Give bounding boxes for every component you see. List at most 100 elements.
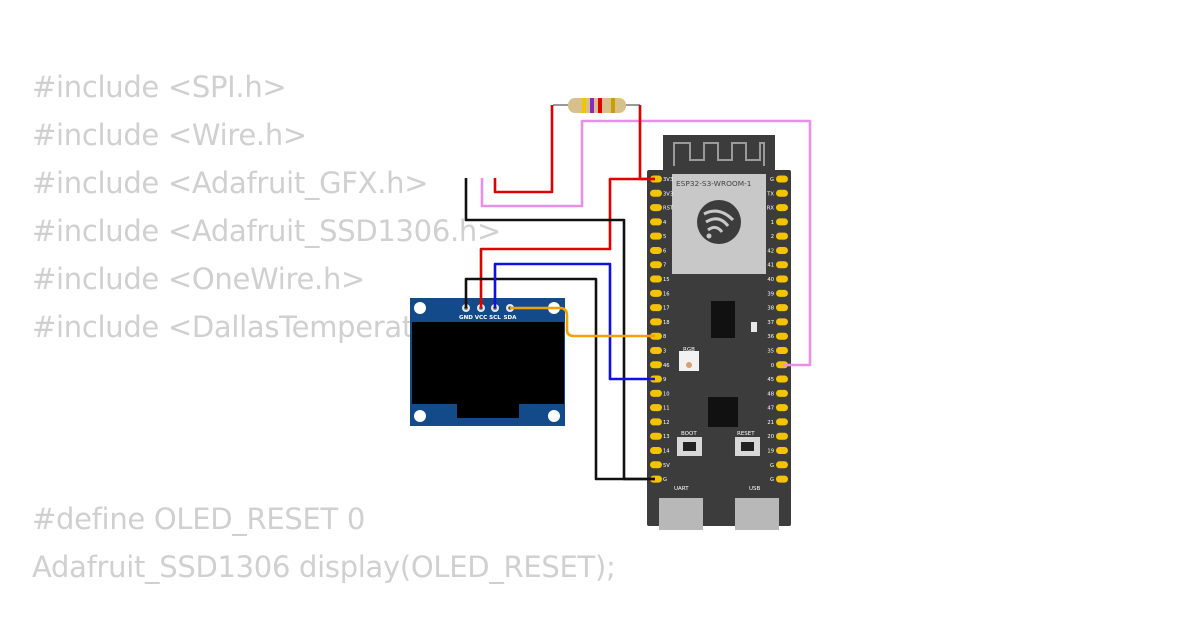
left-pin-g-21[interactable]: G xyxy=(650,475,667,484)
left-pin-rst-2[interactable]: RST xyxy=(650,204,674,212)
pin-label: 37 xyxy=(767,320,774,326)
right-pin-40-7[interactable]: 40 xyxy=(767,275,788,284)
left-pin-13-18[interactable]: 13 xyxy=(650,432,670,441)
resistor[interactable] xyxy=(553,98,640,113)
right-pin-45-14[interactable]: 45 xyxy=(767,375,788,384)
left-pin-5v-20[interactable]: 5V xyxy=(650,461,670,469)
pin-pad xyxy=(776,275,788,283)
mount-hole-bl xyxy=(414,410,426,422)
oled-pin-label: GND xyxy=(459,315,473,321)
right-pin-21-17[interactable]: 21 xyxy=(767,418,788,426)
wire-blue-scl[interactable] xyxy=(493,262,655,381)
left-pin-10-15[interactable]: 10 xyxy=(650,389,670,398)
left-pin-7-6[interactable]: 7 xyxy=(650,261,666,269)
left-pin-4-3[interactable]: 4 xyxy=(650,218,667,226)
pin-label: RST xyxy=(663,206,674,212)
right-pin-35-12[interactable]: 35 xyxy=(767,346,788,355)
right-pin-g-20[interactable]: G xyxy=(770,461,788,469)
right-pin-tx-1[interactable]: TX xyxy=(766,189,788,198)
pin-pad xyxy=(650,361,662,369)
resistor-band-3 xyxy=(598,98,602,113)
right-pin-47-16[interactable]: 47 xyxy=(767,404,788,412)
resistor-band-2 xyxy=(590,98,594,113)
oled-pin-label: VCC xyxy=(475,315,488,321)
pin-pad xyxy=(650,318,662,326)
pin-label: 46 xyxy=(663,363,670,369)
pin-label: 0 xyxy=(771,363,774,369)
boot-button[interactable] xyxy=(677,437,702,456)
pin-pad xyxy=(776,304,788,312)
usb-chip xyxy=(711,301,735,338)
code-line-7: #define OLED_RESET 0 xyxy=(32,502,365,536)
pin-label: 21 xyxy=(767,420,774,426)
left-pin-3v3-0[interactable]: 3V3 xyxy=(650,175,673,184)
pin-label: 38 xyxy=(767,306,774,312)
pin-pad xyxy=(650,475,662,483)
right-pin-48-15[interactable]: 48 xyxy=(767,389,788,398)
pin-label: 13 xyxy=(663,434,670,440)
left-pin-3-12[interactable]: 3 xyxy=(650,346,666,355)
wire-orange-sda[interactable] xyxy=(510,306,655,338)
right-pin-1-3[interactable]: 1 xyxy=(771,218,788,226)
right-pin-0-13[interactable]: 0 xyxy=(771,361,788,369)
pin-label: 14 xyxy=(663,449,670,455)
pin-pad xyxy=(776,204,788,212)
left-pin-5-4[interactable]: 5 xyxy=(650,232,666,241)
usb-port[interactable] xyxy=(735,498,779,530)
right-pin-42-5[interactable]: 42 xyxy=(767,246,788,255)
left-pin-3v3-1[interactable]: 3V3 xyxy=(650,189,673,198)
right-pin-41-6[interactable]: 41 xyxy=(767,261,788,269)
right-pin-36-11[interactable]: 36 xyxy=(767,332,788,341)
left-pin-6-5[interactable]: 6 xyxy=(650,246,666,255)
left-pin-16-8[interactable]: 16 xyxy=(650,289,670,298)
right-pin-g-0[interactable]: G xyxy=(770,175,788,184)
pin-pad xyxy=(776,189,788,197)
left-pin-18-10[interactable]: 18 xyxy=(650,318,670,326)
left-pin-15-7[interactable]: 15 xyxy=(650,275,670,284)
pin-label: 5V xyxy=(663,463,670,469)
wire-red-vcc[interactable] xyxy=(479,177,655,308)
pin-label: 39 xyxy=(767,291,774,297)
pin-pad xyxy=(776,246,788,254)
left-pin-17-9[interactable]: 17 xyxy=(650,304,670,312)
uart-port[interactable] xyxy=(659,498,703,530)
right-pin-2-4[interactable]: 2 xyxy=(771,232,788,241)
left-pin-46-13[interactable]: 46 xyxy=(650,361,670,369)
left-pin-8-11[interactable]: 8 xyxy=(650,332,666,341)
pin-label: 6 xyxy=(663,248,666,254)
reset-button[interactable] xyxy=(735,437,760,456)
wire-pink-gpio0[interactable] xyxy=(480,119,812,367)
rgb-led xyxy=(679,351,699,371)
pin-pad xyxy=(650,404,662,412)
pin-label: 20 xyxy=(767,434,774,440)
right-pin-g-21[interactable]: G xyxy=(770,475,788,484)
wire-red-resistor-in[interactable] xyxy=(493,105,554,194)
pin-label: G xyxy=(770,477,774,483)
pin-label: TX xyxy=(766,191,774,197)
left-pin-14-19[interactable]: 14 xyxy=(650,447,670,455)
wire-red-resistor-out[interactable] xyxy=(638,105,655,181)
right-pin-rx-2[interactable]: RX xyxy=(767,204,788,212)
pin-pad xyxy=(776,289,788,297)
right-pin-37-10[interactable]: 37 xyxy=(767,318,788,326)
antenna-trace xyxy=(673,142,765,166)
pin-label: 2 xyxy=(771,234,774,240)
right-pin-20-18[interactable]: 20 xyxy=(767,432,788,441)
right-pin-19-19[interactable]: 19 xyxy=(767,447,788,455)
oled-screen xyxy=(412,322,564,404)
right-pin-38-9[interactable]: 38 xyxy=(767,304,788,312)
esp32-s3-board[interactable]: ESP32-S3-WROOM-1 RGB BOOT RESET UART USB xyxy=(647,135,791,530)
pin-label: 40 xyxy=(767,277,774,283)
right-pin-39-8[interactable]: 39 xyxy=(767,289,788,298)
pin-label: 19 xyxy=(767,449,774,455)
left-pin-9-14[interactable]: 9 xyxy=(650,375,666,384)
wire-black-oled-gnd[interactable] xyxy=(464,277,655,481)
left-pin-12-17[interactable]: 12 xyxy=(650,418,670,426)
pin-pad xyxy=(650,218,662,226)
left-pin-11-16[interactable]: 11 xyxy=(650,404,670,412)
pin-pad xyxy=(776,389,788,397)
usb-label: USB xyxy=(749,486,761,492)
